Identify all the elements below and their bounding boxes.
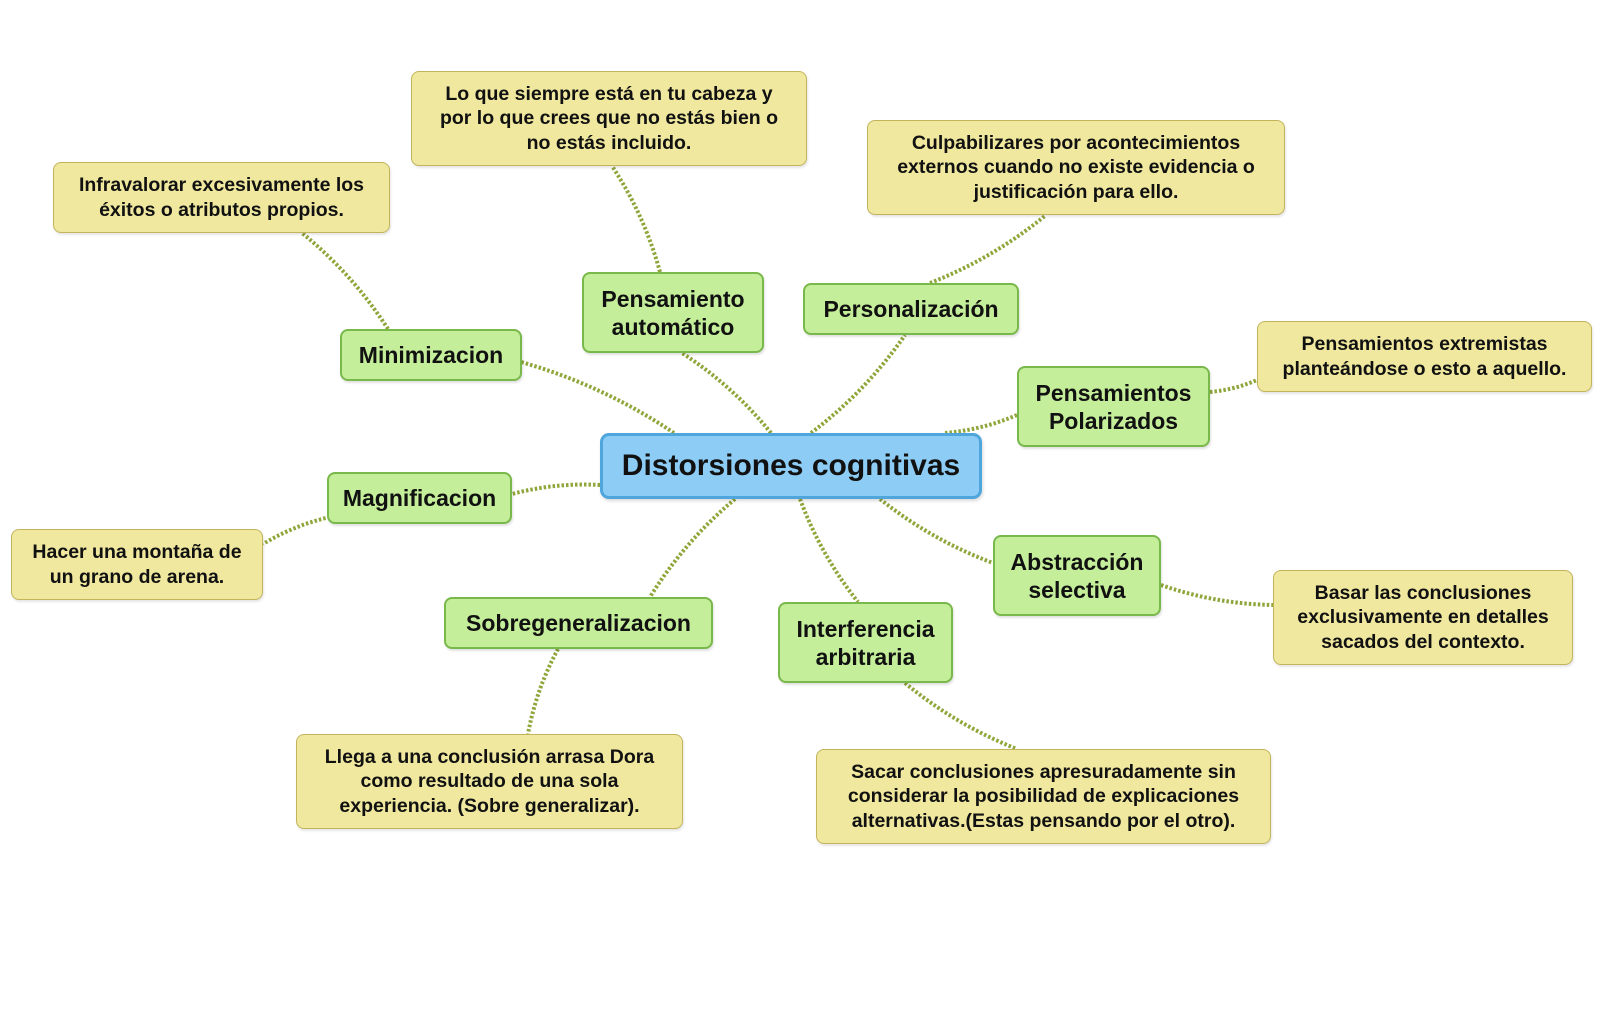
central-topic[interactable]: Distorsiones cognitivas: [600, 433, 982, 499]
connector-pensamiento-automatico-note: [610, 164, 662, 273]
connector-magnificacion-note: [261, 515, 331, 546]
topic-magnificacion[interactable]: Magnificacion: [327, 472, 512, 524]
topic-sobregeneralizacion[interactable]: Sobregeneralizacion: [444, 597, 713, 649]
note-sobregeneralizacion[interactable]: Llega a una conclusión arrasa Dora como …: [296, 734, 683, 829]
topic-interferencia-arbitraria[interactable]: Interferencia arbitraria: [778, 602, 953, 683]
connector-sobregeneralizacion-note: [526, 648, 560, 735]
connector-center-pensamientos-polarizados: [944, 413, 1018, 435]
connector-pensamientos-polarizados-note: [1209, 378, 1258, 394]
topic-pensamiento-automatico[interactable]: Pensamiento automático: [582, 272, 764, 353]
note-magnificacion[interactable]: Hacer una montaña de un grano de arena.: [11, 529, 263, 600]
topic-pensamientos-polarizados[interactable]: Pensamientos Polarizados: [1017, 366, 1210, 447]
note-pensamientos-polarizados[interactable]: Pensamientos extremistas planteándose o …: [1257, 321, 1592, 392]
connector-center-personalizacion: [809, 333, 907, 435]
topic-personalizacion[interactable]: Personalización: [803, 283, 1019, 335]
note-interferencia-arbitraria[interactable]: Sacar conclusiones apresuradamente sin c…: [816, 749, 1271, 844]
connector-personalizacion-note: [929, 213, 1048, 285]
topic-minimizacion[interactable]: Minimizacion: [340, 329, 522, 381]
connector-abstraccion-selectiva-note: [1160, 583, 1274, 607]
connector-center-pensamiento-automatico: [680, 351, 773, 435]
connector-center-interferencia-arbitraria: [798, 498, 860, 604]
topic-abstraccion-selectiva[interactable]: Abstracción selectiva: [993, 535, 1161, 616]
connector-center-sobregeneralizacion: [648, 497, 737, 599]
note-pensamiento-automatico[interactable]: Lo que siempre está en tu cabeza y por l…: [411, 71, 807, 166]
note-abstraccion-selectiva[interactable]: Basar las conclusiones exclusivamente en…: [1273, 570, 1573, 665]
connector-interferencia-arbitraria-note: [903, 681, 1018, 751]
note-minimizacion[interactable]: Infravalorar excesivamente los éxitos o …: [53, 162, 390, 233]
connector-center-abstraccion-selectiva: [878, 497, 994, 565]
connector-center-magnificacion: [511, 482, 601, 496]
connector-minimizacion-note: [300, 231, 390, 331]
connector-center-minimizacion: [520, 360, 676, 435]
note-personalizacion[interactable]: Culpabilizares por acontecimientos exter…: [867, 120, 1285, 215]
